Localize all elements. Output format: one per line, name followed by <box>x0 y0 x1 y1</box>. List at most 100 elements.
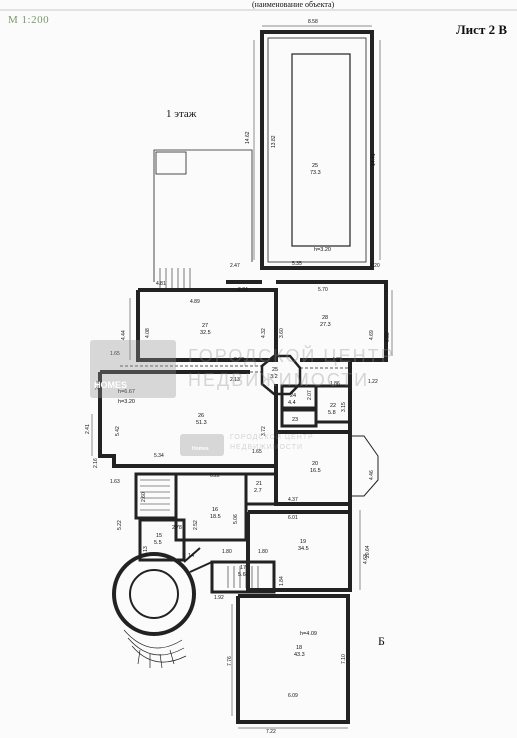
room-number: 14 <box>188 553 195 559</box>
dimension-label: 1.92 <box>214 595 224 601</box>
room-number: 28 <box>322 315 329 321</box>
dimension-label: 2.78 <box>172 525 182 531</box>
dimension-label: 5.06 <box>233 514 239 524</box>
ceiling-height: h=4.09 <box>300 631 317 637</box>
watermark-small-line2: НЕДВИЖИМОСТИ <box>230 444 304 451</box>
dimension-label: 4.30 <box>332 357 342 363</box>
dimension-label: 6.09 <box>288 693 298 699</box>
room-number: 19 <box>300 539 307 545</box>
ceiling-height: h=6.67 <box>118 389 135 395</box>
wall-octagon <box>260 354 302 396</box>
room-number: 16 <box>212 507 219 513</box>
dimension-label: 2.74 <box>238 287 248 293</box>
dimension-label: 1.65 <box>110 351 120 357</box>
room-number: 17 <box>240 565 247 571</box>
dimension-label: 2.13 <box>143 546 149 556</box>
room-number: 25 <box>272 367 279 373</box>
dimension-label: 2.13 <box>230 377 240 383</box>
room-area: 5.8 <box>328 410 336 416</box>
dimension-label: 6.32 <box>385 332 391 342</box>
hidden-lines <box>120 365 350 373</box>
ceiling-height: h=3.20 <box>118 399 135 405</box>
dimension-label: 1.80 <box>258 549 268 555</box>
dimension-label: 5.22 <box>117 520 123 530</box>
dimension-label: 4.63 <box>363 554 369 564</box>
wall-upper-rooms <box>136 280 388 362</box>
dimension-label: 5.70 <box>318 287 328 293</box>
room-number: 22 <box>330 403 337 409</box>
sheet-label: Лист 2 В <box>456 22 508 37</box>
room-area: 2.7 <box>254 488 262 494</box>
room-number: 21 <box>256 481 263 487</box>
terrace-outline <box>153 149 253 282</box>
room-area: 34.5 <box>298 546 309 552</box>
section-letter: Б <box>378 634 385 648</box>
dimension-label: 2.07 <box>307 390 313 400</box>
dimension-label: 1.22 <box>368 379 378 385</box>
dimension-label: 5.34 <box>154 453 164 459</box>
dimension-label: 1.80 <box>222 549 232 555</box>
dimension-label: 4.08 <box>145 328 151 338</box>
room-area: 73.3 <box>310 170 321 176</box>
room-number: 15 <box>156 533 163 539</box>
dimension-label: 7.76 <box>227 656 233 666</box>
room-number: 18 <box>296 645 303 651</box>
room-area: 32.5 <box>200 330 211 336</box>
dimension-label: 4.32 <box>261 328 267 338</box>
curved-stair <box>123 629 187 669</box>
room-area: 5.5 <box>154 540 162 546</box>
dimension-label: 7.22 <box>266 729 276 735</box>
dimension-label: 3.60 <box>279 328 285 338</box>
dimension-label: 4.37 <box>288 497 298 503</box>
dimension-lines <box>91 25 393 729</box>
room-area: 18.5 <box>210 514 221 520</box>
object-caption: (наименование объекта) <box>252 0 335 9</box>
scale-label: M 1:200 <box>8 14 50 26</box>
ceiling-height: h=3.20 <box>314 247 331 253</box>
room-area: 27.3 <box>320 322 331 328</box>
dimension-label: 6.22 <box>210 473 220 479</box>
dimension-label: 3.15 <box>341 402 347 412</box>
room-area: 3.2 <box>270 374 278 380</box>
stair-treads <box>140 268 259 588</box>
dimension-label: 2.07 <box>234 357 244 363</box>
dimension-label: 2.41 <box>85 424 91 434</box>
dimension-label: 6.01 <box>288 515 298 521</box>
floor-title: 1 этаж <box>166 108 197 120</box>
dimension-label: 1.84 <box>279 576 285 586</box>
room-number: 25 <box>312 163 319 169</box>
room-number: 20 <box>312 461 319 467</box>
room-area: 51.3 <box>196 420 207 426</box>
room-number: 27 <box>202 323 209 329</box>
wall-stair-core <box>134 472 278 594</box>
dimension-label: 4.81 <box>156 281 166 287</box>
dimension-label: 5.42 <box>115 426 121 436</box>
dimension-label: 14.62 <box>245 131 251 144</box>
wall-pool-wing <box>260 30 374 270</box>
dimension-label: 1.65 <box>252 449 262 455</box>
dimension-label: 2.16 <box>93 458 99 468</box>
room-area: 16.5 <box>310 468 321 474</box>
dimension-label: 2.47 <box>230 263 240 269</box>
homes-logo-small: Homes <box>180 434 224 456</box>
room-number: 23 <box>292 417 299 423</box>
dimension-label: 5.35 <box>292 261 302 267</box>
dimension-label: 7.10 <box>341 654 347 664</box>
room-area: 43.3 <box>294 652 305 658</box>
dimension-label: 1.20 <box>370 263 380 269</box>
dimension-label: 1.86 <box>330 381 340 387</box>
dimension-label: 14.41 <box>371 153 377 166</box>
dimension-label: 4.46 <box>369 470 375 480</box>
wall-round-tower <box>112 547 213 636</box>
homes-logo: HOMES <box>90 340 176 398</box>
dimension-label: 4.89 <box>190 299 200 305</box>
watermark-small-line1: ГОРОДСКОЙ ЦЕНТР <box>230 434 314 441</box>
dimension-label: 13.82 <box>271 135 277 148</box>
room-number: 24 <box>290 393 297 399</box>
dimension-label: 4.69 <box>369 330 375 340</box>
dimension-label: 1.63 <box>110 479 120 485</box>
dimension-label: 2.60 <box>141 492 147 502</box>
dimension-label: 4.44 <box>121 330 127 340</box>
